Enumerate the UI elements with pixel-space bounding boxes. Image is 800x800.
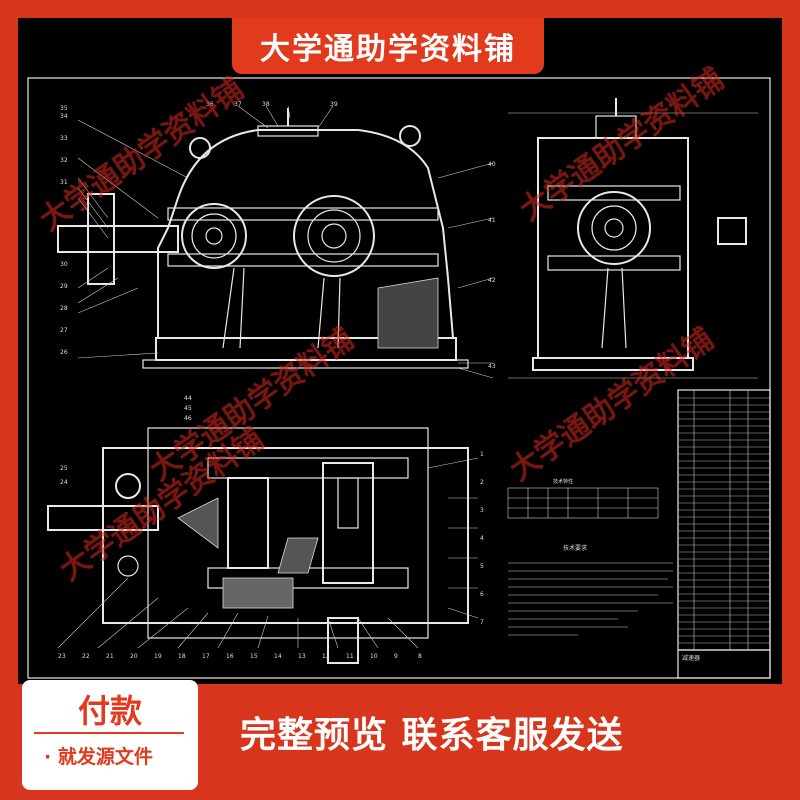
characteristics-table: 技术特性: [507, 478, 659, 519]
side-view: [508, 98, 758, 379]
part-number-label: 24: [60, 479, 68, 486]
notes-title: 技术要求: [563, 544, 587, 552]
part-number-label: 44: [184, 395, 192, 402]
payment-subtitle: · 就发源文件: [44, 746, 153, 768]
part-number-label: 19: [154, 653, 162, 660]
part-number-label: 3: [480, 507, 484, 514]
table-title: 技术特性: [553, 478, 573, 485]
payment-title: 付款: [77, 692, 142, 730]
part-number-label: 45: [184, 405, 192, 412]
part-number-label: 34: [60, 113, 68, 120]
preview-contact-slogan: 完整预览 联系客服发送: [240, 715, 624, 756]
part-number-label: 20: [130, 653, 138, 660]
part-number-label: 40: [488, 161, 496, 168]
part-number-label: 30: [60, 261, 68, 268]
part-number-label: 9: [394, 653, 398, 660]
part-number-label: 26: [60, 349, 68, 356]
part-number-label: 2: [480, 479, 484, 486]
front-view: [57, 105, 494, 379]
part-number-label: 8: [418, 653, 422, 660]
part-number-label: 10: [370, 653, 378, 660]
drawing-border: [27, 77, 771, 679]
part-number-label: 39: [330, 101, 338, 108]
part-number-label: 5: [480, 563, 484, 570]
part-number-label: 17: [202, 653, 210, 660]
part-number-label: 27: [60, 327, 68, 334]
payment-card[interactable]: 付款 · 就发源文件: [22, 680, 198, 790]
part-number-label: 42: [488, 277, 496, 284]
part-number-label: 41: [488, 217, 496, 224]
shop-title-banner: 大学通助学资料铺: [232, 18, 544, 74]
payment-divider: [34, 732, 184, 734]
part-number-label: 18: [178, 653, 186, 660]
part-number-label: 1: [480, 451, 484, 458]
title-block-name: 减速器: [682, 654, 700, 662]
part-number-label: 25: [60, 465, 68, 472]
part-number-label: 7: [480, 619, 484, 626]
parts-list: 减速器: [677, 389, 771, 679]
part-number-label: 23: [58, 653, 66, 660]
part-number-label: 29: [60, 283, 68, 290]
technical-notes: 技术要求: [508, 544, 673, 636]
part-number-label: 6: [480, 591, 484, 598]
part-number-label: 36: [206, 101, 214, 108]
part-number-label: 11: [346, 653, 354, 660]
part-number-label: 21: [106, 653, 114, 660]
part-number-label: 46: [184, 415, 192, 422]
plan-view: [47, 427, 479, 664]
part-number-label: 15: [250, 653, 258, 660]
part-number-label: 13: [298, 653, 306, 660]
part-number-label: 35: [60, 105, 68, 112]
part-number-label: 31: [60, 179, 68, 186]
part-number-label: 38: [262, 101, 270, 108]
part-number-label: 4: [480, 535, 484, 542]
part-number-label: 14: [274, 653, 282, 660]
part-number-label: 37: [234, 101, 242, 108]
part-number-label: 12: [322, 653, 330, 660]
part-number-label: 28: [60, 305, 68, 312]
part-number-label: 33: [60, 135, 68, 142]
part-number-label: 16: [226, 653, 234, 660]
part-number-label: 22: [82, 653, 90, 660]
part-number-label: 43: [488, 363, 496, 370]
part-number-label: 32: [60, 157, 68, 164]
